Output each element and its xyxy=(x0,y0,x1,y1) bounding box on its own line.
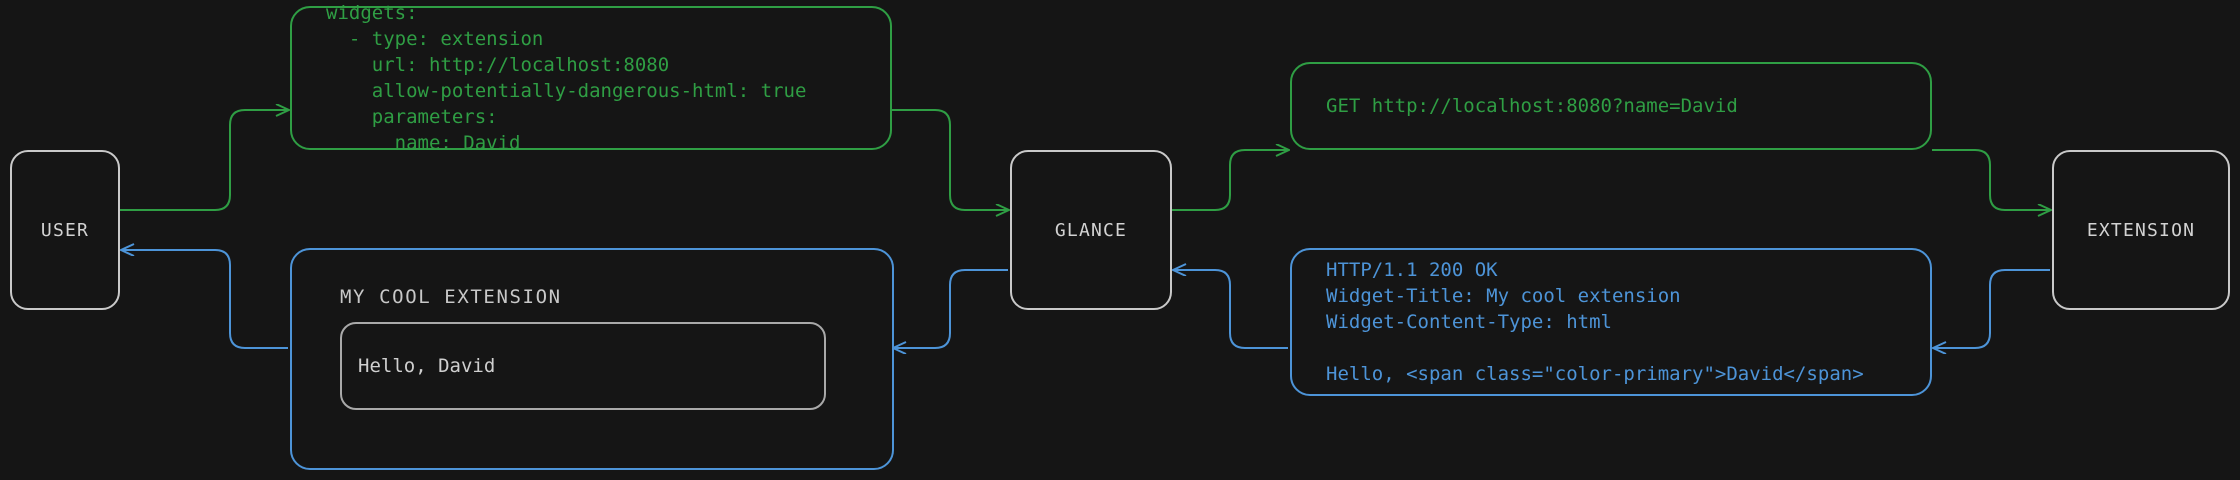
widget-preview-title: MY COOL EXTENSION xyxy=(340,286,562,308)
node-glance[interactable]: GLANCE xyxy=(1010,150,1172,310)
config-yaml-box: widgets: - type: extension url: http://l… xyxy=(290,2,892,154)
node-user[interactable]: USER xyxy=(10,150,120,310)
widget-greeting-name: David xyxy=(438,355,496,377)
edge-config-to-glance xyxy=(892,109,1008,210)
http-response-text: HTTP/1.1 200 OK Widget-Title: My cool ex… xyxy=(1326,259,1864,385)
http-request-box: GET http://localhost:8080?name=David xyxy=(1290,62,1932,150)
widget-preview-content: Hello, David xyxy=(340,322,826,410)
edge-response-to-glance xyxy=(1174,270,1288,349)
node-user-label: USER xyxy=(40,219,90,241)
edge-glance-to-widget xyxy=(894,269,1008,348)
edge-extension-to-response xyxy=(1934,269,2050,348)
node-glance-label: GLANCE xyxy=(1054,219,1128,241)
config-yaml-text: widgets: - type: extension url: http://l… xyxy=(326,2,807,154)
edge-request-to-extension xyxy=(1932,149,2050,210)
widget-preview-box: MY COOL EXTENSION Hello, David xyxy=(290,248,894,470)
node-extension-label: EXTENSION xyxy=(2086,219,2196,241)
http-request-text: GET http://localhost:8080?name=David xyxy=(1326,95,1738,117)
edge-widget-to-user xyxy=(122,250,288,349)
edge-glance-to-request xyxy=(1172,150,1288,211)
widget-greeting-prefix: Hello, xyxy=(358,355,439,377)
node-extension[interactable]: EXTENSION xyxy=(2052,150,2230,310)
edge-user-to-config xyxy=(120,110,288,211)
http-response-box: HTTP/1.1 200 OK Widget-Title: My cool ex… xyxy=(1290,248,1932,396)
